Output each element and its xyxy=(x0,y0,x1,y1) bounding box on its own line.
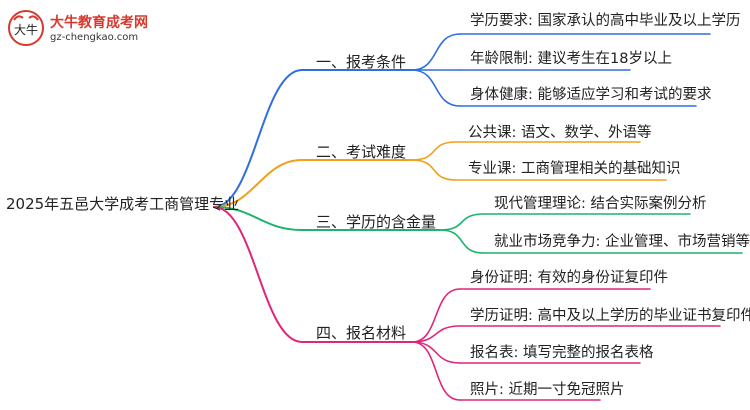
branch-leaf-link xyxy=(411,69,461,107)
branch-leaf-link xyxy=(411,341,461,401)
leaf-node: 身体健康: 能够适应学习和考试的要求 xyxy=(470,87,712,103)
root-branch-link xyxy=(213,206,303,231)
branch-leaf-link xyxy=(439,213,485,231)
root-branch-link xyxy=(213,69,303,208)
leaf-node: 报名表: 填写完整的报名表格 xyxy=(470,345,654,361)
branch-leaf-link xyxy=(411,288,461,343)
leaf-node: 学历证明: 高中及以上学历的毕业证书复印件 xyxy=(470,308,750,324)
leaf-node: 照片: 近期一寸免冠照片 xyxy=(470,382,625,398)
leaf-node: 年龄限制: 建议考生在18岁以上 xyxy=(470,51,672,67)
leaf-node: 专业课: 工商管理相关的基础知识 xyxy=(468,161,681,177)
leaf-node: 身份证明: 有效的身份证复印件 xyxy=(470,270,668,286)
logo-url: gz-chengkao.com xyxy=(50,32,139,43)
branch-leaf-link xyxy=(439,229,485,254)
branch-node: 三、学历的含金量 xyxy=(316,213,437,231)
branch-leaf-link xyxy=(411,325,461,343)
branch-leaf-link xyxy=(411,159,457,181)
branch-leaf-link xyxy=(411,141,457,161)
leaf-node: 就业市场竞争力: 企业管理、市场营销等领域 xyxy=(494,234,750,250)
root-branch-link xyxy=(213,206,303,343)
branch-node: 一、报考条件 xyxy=(316,53,407,71)
leaf-node: 现代管理理论: 结合实际案例分析 xyxy=(494,196,707,212)
bull-logo-icon: 大牛 xyxy=(8,10,44,46)
branch-node: 四、报名材料 xyxy=(316,324,407,342)
root-node: 2025年五邑大学成考工商管理专业 xyxy=(6,195,240,213)
branch-node: 二、考试难度 xyxy=(316,143,407,161)
root-branch-link xyxy=(213,159,303,208)
logo-title: 大牛教育成考网 xyxy=(50,15,148,31)
branch-leaf-link xyxy=(411,341,461,364)
leaf-node: 公共课: 语文、数学、外语等 xyxy=(468,125,652,141)
branch-leaf-link xyxy=(411,33,461,71)
leaf-node: 学历要求: 国家承认的高中毕业及以上学历 xyxy=(470,13,741,29)
site-logo[interactable]: 大牛 大牛教育成考网 gz-chengkao.com xyxy=(6,8,176,48)
logo-mark-text: 大牛 xyxy=(14,22,38,37)
